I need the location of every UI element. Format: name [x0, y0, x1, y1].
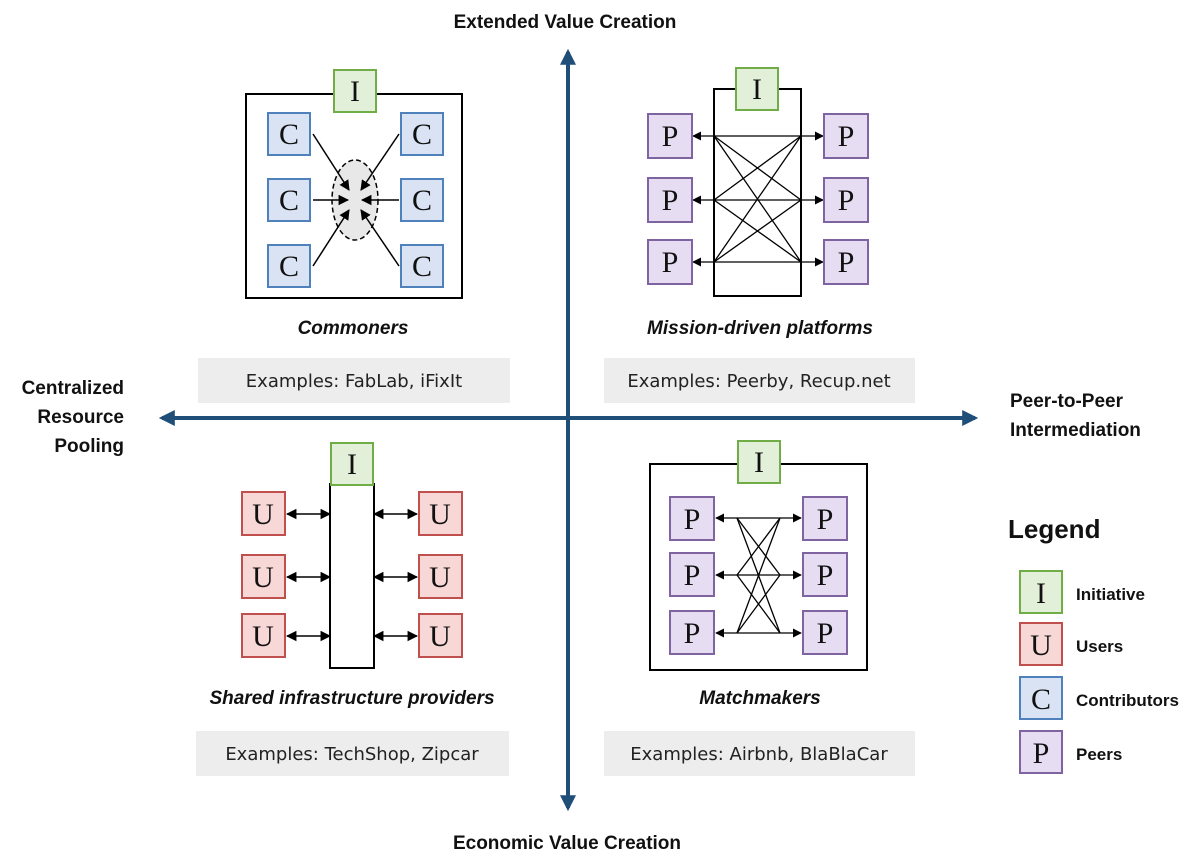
shared-examples: Examples: TechShop, Zipcar — [225, 744, 479, 765]
contributor-box: C — [267, 178, 311, 222]
commoners-examples: Examples: FabLab, iFixIt — [246, 371, 462, 392]
peer-letter: P — [684, 617, 701, 650]
user-box: U — [418, 613, 463, 658]
legend-item-initiative: I Initiative — [1019, 570, 1145, 614]
commoners-diagram: I C C C C C C — [245, 69, 463, 299]
legend-item-peers: P Peers — [1019, 730, 1122, 774]
axis-left-label-3: Pooling — [54, 436, 124, 457]
peer-box: P — [669, 610, 715, 655]
legend-label: Contributors — [1076, 691, 1179, 710]
legend-item-contributors: C Contributors — [1019, 676, 1179, 720]
contributor-box: C — [400, 178, 444, 222]
mission-examples: Examples: Peerby, Recup.net — [627, 371, 890, 392]
legend-letter: I — [1036, 577, 1046, 610]
matchmakers-examples: Examples: Airbnb, BlaBlaCar — [630, 744, 888, 765]
user-box: U — [418, 491, 463, 536]
legend-letter: C — [1031, 683, 1051, 716]
shared-diagram: I U U U U U U — [241, 442, 463, 669]
peer-box: P — [823, 113, 869, 159]
peer-letter: P — [684, 503, 701, 536]
peer-box: P — [802, 610, 848, 655]
peer-letter: P — [817, 503, 834, 536]
peer-box: P — [802, 496, 848, 541]
initiative-letter: I — [754, 446, 764, 479]
contributor-letter: C — [279, 118, 299, 151]
legend-label: Initiative — [1076, 585, 1145, 604]
initiative-letter: I — [350, 75, 360, 108]
peer-box: P — [823, 239, 869, 285]
peer-letter: P — [838, 184, 855, 217]
user-box: U — [418, 554, 463, 599]
peer-box: P — [647, 239, 693, 285]
contributor-letter: C — [412, 184, 432, 217]
peer-letter: P — [684, 559, 701, 592]
user-letter: U — [252, 620, 274, 653]
initiative-box: I — [333, 69, 377, 113]
user-letter: U — [429, 498, 451, 531]
legend-label: Peers — [1076, 745, 1122, 764]
commoners-examples-bg — [198, 358, 510, 403]
mission-examples-bg — [604, 358, 915, 403]
peer-box: P — [823, 177, 869, 223]
matchmakers-diagram: I P P P P P P — [649, 440, 868, 671]
contributor-box: C — [267, 112, 311, 156]
axis-right-label-2: Intermediation — [1010, 420, 1141, 441]
matchmakers-title: Matchmakers — [699, 688, 820, 709]
contributor-letter: C — [412, 250, 432, 283]
legend-label: Users — [1076, 637, 1123, 656]
contributor-letter: C — [279, 184, 299, 217]
shared-frame — [329, 483, 375, 669]
axis-top-label: Extended Value Creation — [454, 12, 677, 33]
peer-letter: P — [838, 120, 855, 153]
initiative-box: I — [735, 67, 779, 111]
peer-letter: P — [662, 246, 679, 279]
initiative-letter: I — [347, 448, 357, 481]
legend: Legend I Initiative U Users C Contributo… — [1008, 514, 1179, 774]
initiative-letter: I — [752, 73, 762, 106]
mission-diagram: I P P P P P P — [647, 67, 869, 297]
legend-item-users: U Users — [1019, 622, 1123, 666]
matchmakers-examples-bg — [604, 731, 915, 776]
commoners-title: Commoners — [298, 318, 409, 339]
peer-letter: P — [662, 184, 679, 217]
legend-letter: U — [1030, 629, 1052, 662]
initiative-box: I — [737, 440, 781, 484]
user-box: U — [241, 491, 286, 536]
user-box: U — [241, 554, 286, 599]
peer-box: P — [647, 177, 693, 223]
peer-box: P — [669, 496, 715, 541]
mission-frame — [713, 88, 802, 297]
contributor-letter: C — [279, 250, 299, 283]
contributor-box: C — [400, 112, 444, 156]
peer-box: P — [802, 552, 848, 597]
axis-left-label-2: Resource — [37, 407, 124, 428]
axis-bottom-label: Economic Value Creation — [453, 833, 681, 854]
user-letter: U — [429, 561, 451, 594]
peer-letter: P — [817, 617, 834, 650]
initiative-box: I — [330, 442, 374, 486]
legend-letter: P — [1033, 737, 1050, 770]
user-letter: U — [252, 561, 274, 594]
legend-title: Legend — [1008, 514, 1100, 544]
user-letter: U — [252, 498, 274, 531]
shared-examples-bg — [196, 731, 509, 776]
peer-letter: P — [817, 559, 834, 592]
shared-title: Shared infrastructure providers — [209, 688, 494, 709]
peer-letter: P — [838, 246, 855, 279]
user-letter: U — [429, 620, 451, 653]
axis-right-label-1: Peer-to-Peer — [1010, 391, 1124, 412]
axis-left-label-1: Centralized — [22, 378, 124, 399]
user-box: U — [241, 613, 286, 658]
peer-letter: P — [662, 120, 679, 153]
contributor-box: C — [400, 244, 444, 288]
mission-title: Mission-driven platforms — [647, 318, 873, 339]
contributor-letter: C — [412, 118, 432, 151]
peer-box: P — [669, 552, 715, 597]
contributor-box: C — [267, 244, 311, 288]
peer-box: P — [647, 113, 693, 159]
